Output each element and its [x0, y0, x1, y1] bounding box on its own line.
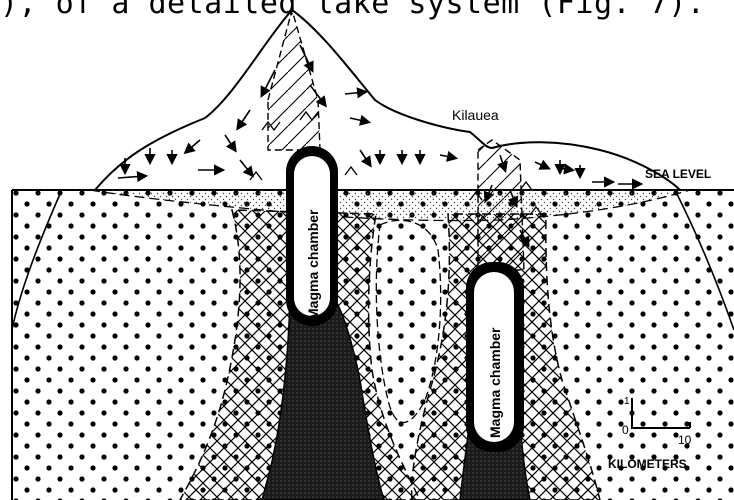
scale-zero-label: 0	[622, 423, 629, 437]
scale-vertical-label: 1	[624, 396, 630, 407]
sea-level-label: SEA LEVEL	[645, 167, 711, 181]
magma-chamber-right-label: Magma chamber	[487, 327, 503, 438]
magma-chamber-left-label: Magma chamber	[305, 209, 321, 320]
volcano-edifice	[12, 10, 734, 221]
scale-ten-label: 10	[678, 433, 692, 447]
intrusive-complex-zones	[180, 210, 600, 500]
volcano-label: Kilauea	[452, 107, 499, 123]
scale-units-label: KILOMETERS	[608, 457, 687, 471]
